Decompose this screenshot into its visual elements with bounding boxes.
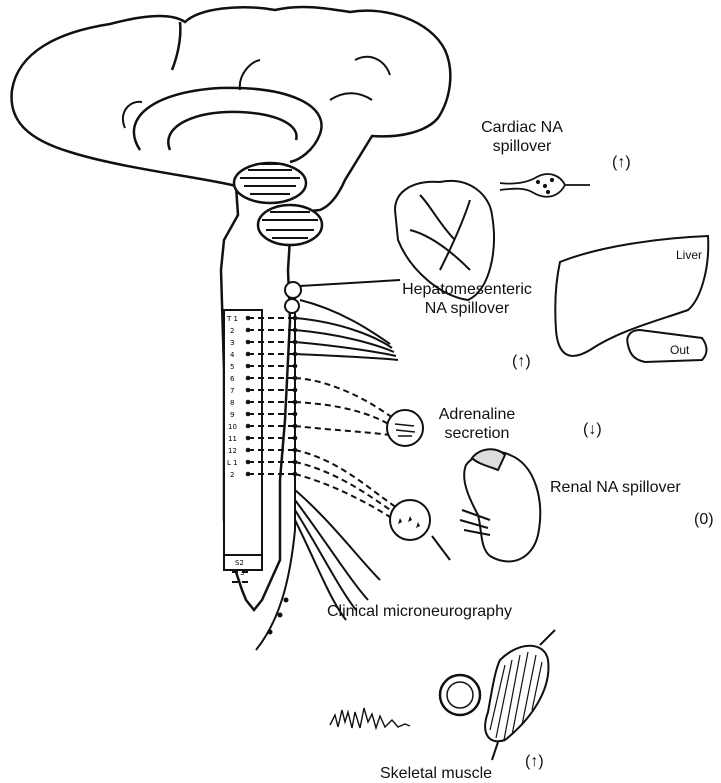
gut-outlet bbox=[627, 330, 706, 362]
segment-label: 2 bbox=[230, 327, 234, 335]
chain-ganglion bbox=[284, 598, 289, 603]
hepatomesenteric-label: Hepatomesenteric NA spillover bbox=[392, 280, 542, 318]
segment-label: 10 bbox=[228, 423, 237, 431]
segment-label: 11 bbox=[228, 435, 237, 443]
microneurography-label: Clinical microneurography bbox=[327, 602, 512, 621]
nerve-activity-trace bbox=[330, 708, 410, 728]
liver-label: Liver bbox=[676, 246, 702, 265]
segment-label: 9 bbox=[230, 411, 234, 419]
cardiac-label-line2: spillover bbox=[462, 137, 582, 156]
superior-ganglion bbox=[285, 282, 301, 298]
segment-label: 4 bbox=[230, 351, 235, 359]
segment-label: T 1 bbox=[226, 315, 238, 323]
hepato-label-line2: NA spillover bbox=[392, 299, 542, 318]
cardiac-synapse bbox=[500, 174, 590, 197]
adrenaline-label-line2: secretion bbox=[432, 424, 522, 443]
adrenal-gland bbox=[387, 410, 423, 446]
segment-label: L 1 bbox=[227, 459, 238, 467]
segment-label: 5 bbox=[230, 363, 234, 371]
skeletal-muscle-drawing bbox=[485, 646, 548, 742]
segment-label: 8 bbox=[230, 399, 234, 407]
out-label: Out bbox=[670, 341, 689, 360]
muscle-cross-section bbox=[440, 675, 480, 715]
segment-label: 2 bbox=[230, 471, 234, 479]
hepato-label-line1: Hepatomesenteric bbox=[392, 280, 542, 299]
renal-label: Renal NA spillover bbox=[550, 478, 681, 497]
brain-sulci bbox=[123, 57, 390, 128]
adrenaline-label-line1: Adrenaline bbox=[432, 405, 522, 424]
adrenaline-change: (↓) bbox=[583, 420, 602, 439]
segment-label: 6 bbox=[230, 375, 235, 383]
adrenaline-label: Adrenaline secretion bbox=[432, 405, 522, 443]
chain-ganglion bbox=[268, 630, 273, 635]
corpus-callosum bbox=[134, 88, 322, 162]
segment-label: 12 bbox=[228, 447, 237, 455]
hepato-change: (↑) bbox=[512, 352, 531, 371]
muscle-inner-ring bbox=[447, 682, 473, 708]
skeletal-muscle-label: Skeletal muscle bbox=[380, 764, 492, 783]
skeletal-change: (↑) bbox=[525, 752, 544, 771]
renal-change: (0) bbox=[694, 510, 714, 529]
kidney-drawing bbox=[460, 449, 540, 561]
cardiac-change: (↑) bbox=[612, 153, 631, 172]
middle-ganglion bbox=[285, 299, 299, 313]
segment-label: S2 bbox=[235, 559, 244, 567]
chain-ganglion bbox=[278, 613, 283, 618]
segment-label: 3 bbox=[230, 339, 234, 347]
cardiac-label: Cardiac NA spillover bbox=[462, 118, 582, 156]
segment-label: 7 bbox=[230, 387, 234, 395]
postganglionic-fibers bbox=[295, 280, 450, 620]
cardiac-label-line1: Cardiac NA bbox=[462, 118, 582, 137]
hemisphere-fissure bbox=[172, 22, 180, 70]
